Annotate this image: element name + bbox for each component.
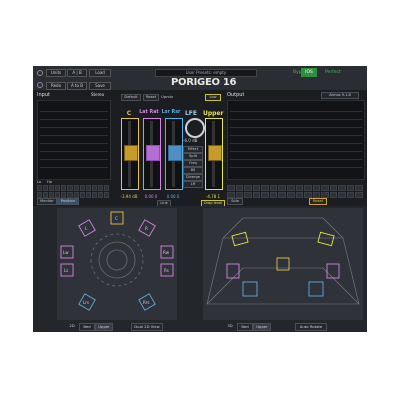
fader-label-lsr: Lsr Rsr [161,110,181,115]
settings-icon[interactable] [37,82,43,88]
speaker-3d-c [276,257,290,271]
input-meter [37,100,111,180]
input-ho-label: Ho [47,180,52,184]
label-ls: Ls [64,268,68,273]
fader-knob[interactable] [208,145,222,161]
input-mode[interactable]: Stereo [91,92,105,97]
gain-lat: 0.00 0 [144,194,158,199]
speaker-lw [60,245,74,259]
auto-rotate-button[interactable]: Auto Rotate [295,323,327,331]
fader-c[interactable] [121,118,139,190]
speaker-3d-rs [308,281,324,297]
perfect-button[interactable]: Perfect [325,70,341,75]
speaker-3d-r [326,263,340,279]
fader-upper[interactable] [205,118,223,190]
ios-button[interactable]: IOS [301,68,317,77]
output-channel-grid[interactable] [227,185,363,198]
view-3d-upper-button[interactable]: Upper [253,323,271,331]
spatial-view-panel: C L R Lw Rw Ls Rs Lrs Rrs [33,206,367,332]
low-button[interactable]: Low [205,94,221,101]
fader-knob[interactable] [168,145,182,161]
view-2d-canvas: C L R Lw Rw Ls Rs Lrs Rrs [60,211,174,311]
view-3d-mode-label: 3D [227,323,233,328]
label-rs: Rs [164,268,169,273]
power-icon[interactable] [37,70,43,76]
top-toolbar: Units A | B Load User Presets: empty Byp… [33,66,367,81]
output-meter [227,100,365,180]
monitor-button[interactable]: Monitor [37,198,57,205]
freq-label: Freq [183,160,203,167]
view-3d-canvas [206,217,360,305]
output-format-selector[interactable]: Atmos 9.1.6 [321,92,359,99]
a-to-b-button[interactable]: A to B [67,82,87,90]
load-button[interactable]: Load [89,69,111,77]
fader-knob[interactable] [146,145,160,161]
dual-2d-view-button[interactable]: Dual 2D View [131,323,163,331]
reset-button[interactable]: Reset [143,94,159,101]
mixer-panel: Input Stereo Lo Ho Monitor Position Defa… [33,90,367,207]
fader-label-lat: Lat Rat [139,110,159,115]
lfe-gain: -6.0 dB [183,138,198,143]
gain-lsr: 0.00 0 [166,194,180,199]
upmix-label: Upmix [161,94,174,99]
speaker-rw [160,245,174,259]
gain-upper: -4.78 1 [205,194,221,199]
output-reset-button[interactable]: Reset [309,198,327,205]
speaker-rs [160,263,174,277]
default-selector[interactable]: Default [121,94,141,101]
speaker-3d-ls [242,281,258,297]
solo-button[interactable]: Solo [227,198,243,205]
label-lrs: Lrs [83,300,89,305]
effect-button[interactable]: Effect [183,146,203,153]
speaker-3d-rtf [317,231,335,247]
view-3d[interactable] [203,208,363,320]
app-window: Units A | B Load User Presets: empty Byp… [33,66,367,332]
input-lo-label: Lo [37,180,42,184]
fader-lat[interactable] [143,118,161,190]
lfe-knob[interactable] [185,118,205,138]
label-r: R [145,226,148,231]
speaker-3d-ltf [231,231,249,247]
save-button[interactable]: Save [89,82,111,90]
output-title: Output [227,92,245,98]
fader-knob[interactable] [124,145,138,161]
gain-c: -3.94 dB [120,194,138,199]
input-title: Input [37,92,50,98]
label-rw: Rw [163,250,170,255]
redo-button[interactable]: Redo [46,82,66,90]
label-lw: Lw [63,250,69,255]
speaker-ls [60,263,74,277]
view-3d-bed-button[interactable]: Bed [237,323,253,331]
app-logo: PORIGEO 16 [171,77,237,88]
fader-label-lfe: LFE [184,110,198,117]
speaker-l [78,219,96,237]
input-channel-grid[interactable] [37,185,109,198]
split-button[interactable]: Split [183,153,203,160]
speaker-3d-l [226,263,240,279]
fader-label-c: C [126,110,132,117]
ab-button[interactable]: A | B [67,69,87,77]
preset-selector[interactable]: User Presets: empty [155,69,257,77]
view-2d-mode-label: 2D [69,323,75,328]
speaker-r [138,219,156,237]
speaker-c [110,211,124,225]
position-button[interactable]: Position [57,198,79,205]
toolbar-row-2: Redo A to B Save PORIGEO 16 [33,77,367,90]
speaker-lrs [78,293,96,311]
view-2d-bed-button[interactable]: Bed [79,323,95,331]
freq-value[interactable]: 80 [183,167,203,174]
label-c: C [115,216,118,221]
speaker-rrs [138,293,156,311]
view-2d[interactable]: C L R Lw Rw Ls Rs Lrs Rrs [57,208,177,320]
view-2d-upper-button[interactable]: Upper [95,323,113,331]
units-button[interactable]: Units [46,69,66,77]
label-rrs: Rrs [143,300,150,305]
label-l: L [85,226,88,231]
fader-label-upper: Upper [203,110,224,117]
diverge-value[interactable]: LR [183,181,203,188]
fader-lsr[interactable] [165,118,183,190]
diverge-label: Diverge [183,174,203,181]
